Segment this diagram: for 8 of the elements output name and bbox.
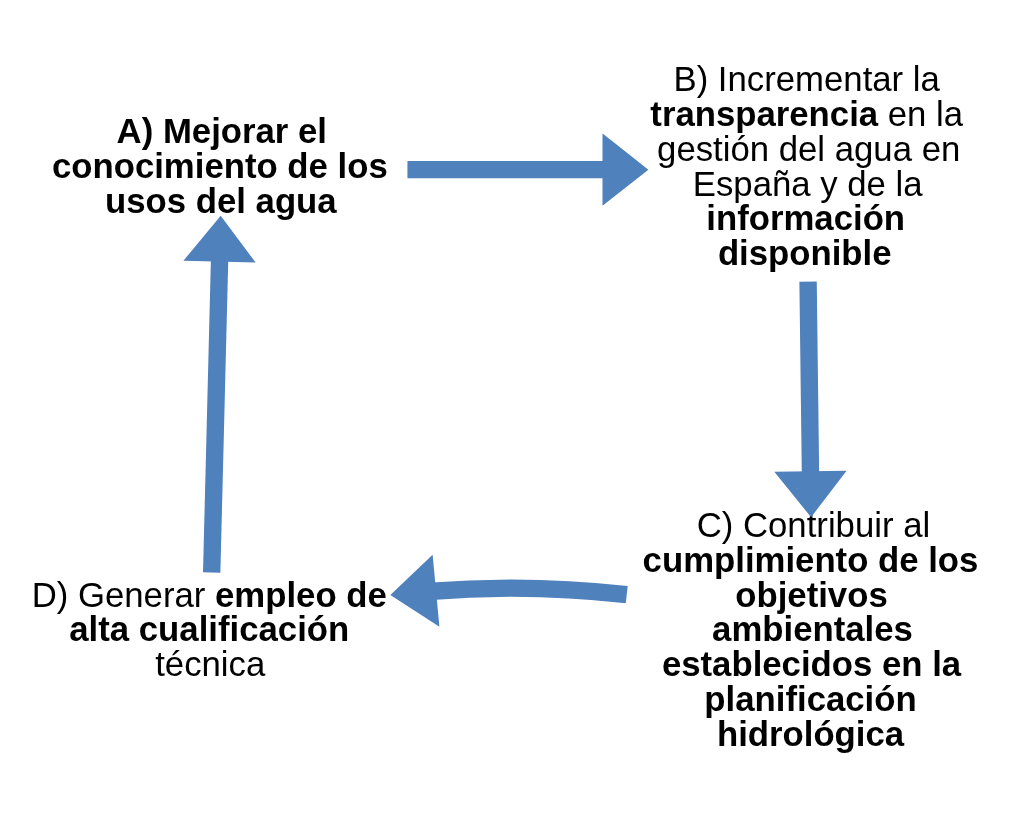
arrow [774, 281, 847, 518]
arrow [183, 215, 256, 573]
arrow [390, 554, 628, 627]
node-text: A) Mejorar el conocimiento de los usos del agua [51, 112, 388, 220]
node-text: D) Generar empleo de alta cualificación técnica [31, 575, 387, 684]
node-text: C) Contribuir al cumplimiento de los objetivos ambientales establecidos en la planificación hidrológica [642, 506, 979, 753]
arrow [407, 133, 649, 206]
node-text: B) Incrementar la transparencia en la gestión del agua en España y de la información disponible [650, 60, 964, 273]
